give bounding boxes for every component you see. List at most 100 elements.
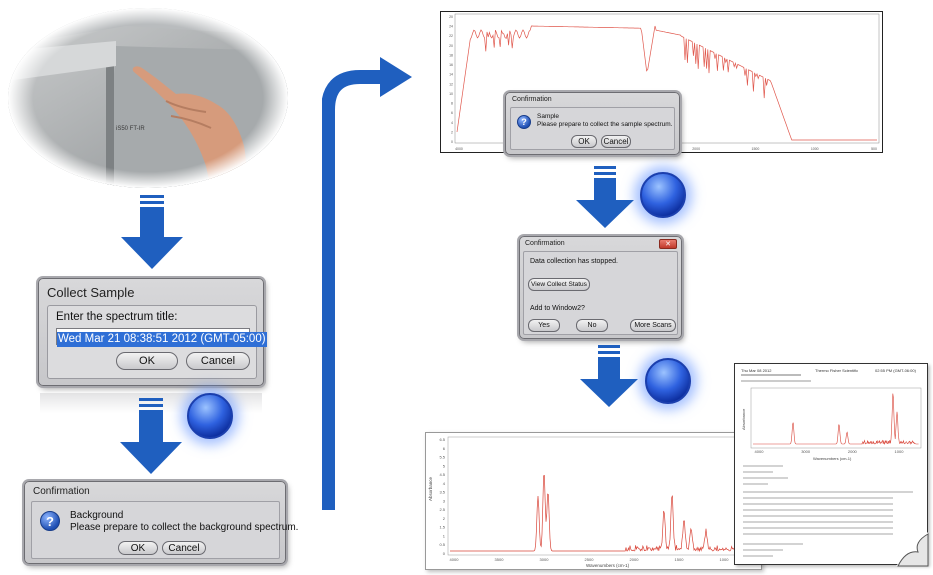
y-tick-label: 2 (443, 516, 446, 521)
question-icon: ? (517, 115, 531, 129)
confirmation-message: Please prepare to collect the sample spe… (537, 121, 672, 128)
confirmation-message: Please prepare to collect the background… (70, 522, 298, 533)
ok-button[interactable]: OK (116, 352, 178, 370)
y-tick-label: 1.5 (439, 525, 445, 530)
report-company: Thermo Fisher Scientific (815, 368, 858, 373)
dialog-title: Confirmation (25, 482, 285, 501)
spectrum-title-prompt: Enter the spectrum title: (56, 311, 177, 323)
y-tick-label: 16 (449, 63, 453, 67)
x-tick-label: 1000 (720, 557, 730, 562)
cancel-button[interactable]: Cancel (601, 135, 631, 148)
question-icon: ? (40, 511, 60, 531)
view-collect-status-button[interactable]: View Collect Status (528, 278, 590, 291)
x-tick-label: 4000 (755, 449, 765, 454)
report-date: Thu Mar 08 2012 (741, 368, 771, 373)
dialog-body: Enter the spectrum title: Wed Mar 21 08:… (47, 305, 257, 379)
step-orb-icon (640, 172, 686, 218)
collect-sample-dialog: Collect Sample Enter the spectrum title:… (38, 278, 264, 386)
dialog-title: Confirmation (520, 237, 681, 250)
y-axis-label: Absorbance (428, 476, 433, 501)
x-axis-ticks: 4000 3000 2000 1000 (755, 449, 905, 454)
cancel-button[interactable]: Cancel (162, 541, 206, 555)
y-tick-label: 0 (451, 140, 453, 144)
cancel-button[interactable]: Cancel (186, 352, 250, 370)
ok-button[interactable]: OK (118, 541, 158, 555)
x-tick-label: 1500 (675, 557, 685, 562)
y-tick-label: 0 (443, 551, 446, 556)
step-orb-icon (645, 358, 691, 404)
close-icon[interactable]: ✕ (659, 239, 677, 249)
y-tick-label: 22 (449, 34, 453, 38)
y-tick-label: 12 (449, 82, 453, 86)
spectrum-title-input[interactable]: Wed Mar 21 08:38:51 2012 (GMT-05:00) (56, 328, 250, 345)
y-tick-label: 6 (451, 111, 453, 115)
dialog-title: Confirmation (506, 93, 679, 106)
y-tick-label: 3.5 (439, 490, 445, 495)
x-tick-label: 2500 (585, 557, 595, 562)
y-tick-label: 0.5 (439, 542, 445, 547)
collection-stopped-dialog: Confirmation ✕ Data collection has stopp… (519, 236, 682, 339)
no-button[interactable]: No (576, 319, 608, 332)
down-arrow-icon (578, 345, 640, 409)
y-tick-label: 5.5 (439, 455, 445, 460)
y-tick-label: 6 (443, 446, 446, 451)
x-tick-label: 2000 (692, 147, 700, 151)
y-tick-label: 3 (443, 498, 446, 503)
y-tick-label: 4.5 (439, 472, 445, 477)
confirmation-heading: Sample (537, 113, 559, 120)
y-tick-label: 4 (443, 481, 446, 486)
x-tick-label: 500 (871, 147, 877, 151)
y-tick-label: 24 (449, 25, 453, 29)
y-axis-ticks: 6.565.554.543.532.521.510.50 (439, 437, 445, 556)
y-tick-label: 20 (449, 15, 453, 19)
x-tick-label: 3500 (495, 557, 505, 562)
x-tick-label: 2000 (848, 449, 858, 454)
y-tick-label: 5 (443, 463, 446, 468)
report-x-axis-label: Wavenumbers (cm-1) (813, 456, 852, 461)
y-axis-ticks: 20242220181614121086420 (449, 15, 453, 144)
sample-spectrum-plot: Absorbance Wavenumbers (cm-1) 6.5 6 5.5 5 4.… (426, 433, 761, 569)
down-arrow-icon (119, 195, 185, 271)
background-spectrum-window: 20242220181614121086420 4000350030002500… (440, 11, 883, 153)
step-orb-icon (187, 393, 233, 439)
y-tick-label: 18 (449, 53, 453, 57)
y-tick-label: 14 (449, 73, 453, 77)
curved-arrow-icon (322, 55, 414, 515)
confirmation-heading: Background (70, 510, 123, 521)
down-arrow-icon (574, 166, 636, 230)
collection-stopped-message: Data collection has stopped. (530, 258, 618, 265)
report-spectrum-plot: Absorbance Wavenumbers (cm-1) 4000300020… (741, 386, 923, 462)
y-tick-label: 8 (451, 102, 453, 106)
y-tick-label: 10 (449, 92, 453, 96)
x-axis-ticks: 4000 3500 3000 2500 2000 1500 1000 (450, 557, 730, 562)
x-tick-label: 2000 (630, 557, 640, 562)
x-tick-label: 1000 (895, 449, 905, 454)
x-tick-label: 3000 (801, 449, 811, 454)
instrument-model-label: iS50 FT-IR (116, 126, 145, 132)
page-curl-icon (896, 532, 930, 568)
report-time: 02:55 PM (GMT-06:00) (875, 368, 916, 373)
dialog-title: Collect Sample (39, 279, 263, 306)
ok-button[interactable]: OK (571, 135, 597, 148)
sample-spectrum-window: Absorbance Wavenumbers (cm-1) 6.5 6 5.5 5 4.… (425, 432, 762, 570)
y-tick-label: 1 (443, 533, 446, 538)
x-tick-label: 4000 (455, 147, 463, 151)
x-tick-label: 3000 (540, 557, 550, 562)
sample-confirmation-dialog: Confirmation ? Sample Please prepare to … (505, 92, 680, 155)
instrument-photo: iS50 FT-IR (6, 6, 291, 190)
y-tick-label: 4 (451, 121, 453, 125)
dialog-body: Data collection has stopped. View Collec… (523, 251, 678, 335)
spectrum-title-value: Wed Mar 21 08:38:51 2012 (GMT-05:00) (57, 332, 267, 347)
report-subheader-line (741, 380, 811, 382)
more-scans-button[interactable]: More Scans (630, 319, 676, 332)
y-tick-label: 6.5 (439, 437, 445, 442)
x-axis-label: Wavenumbers (cm-1) (586, 563, 630, 568)
report-subheader-line (741, 374, 801, 376)
x-tick-label: 4000 (450, 557, 460, 562)
background-confirmation-dialog: Confirmation ? Background Please prepare… (24, 481, 286, 564)
dialog-body: ? Sample Please prepare to collect the s… (510, 107, 675, 150)
x-tick-label: 1000 (811, 147, 819, 151)
dialog-body: ? Background Please prepare to collect t… (31, 501, 280, 559)
yes-button[interactable]: Yes (528, 319, 560, 332)
